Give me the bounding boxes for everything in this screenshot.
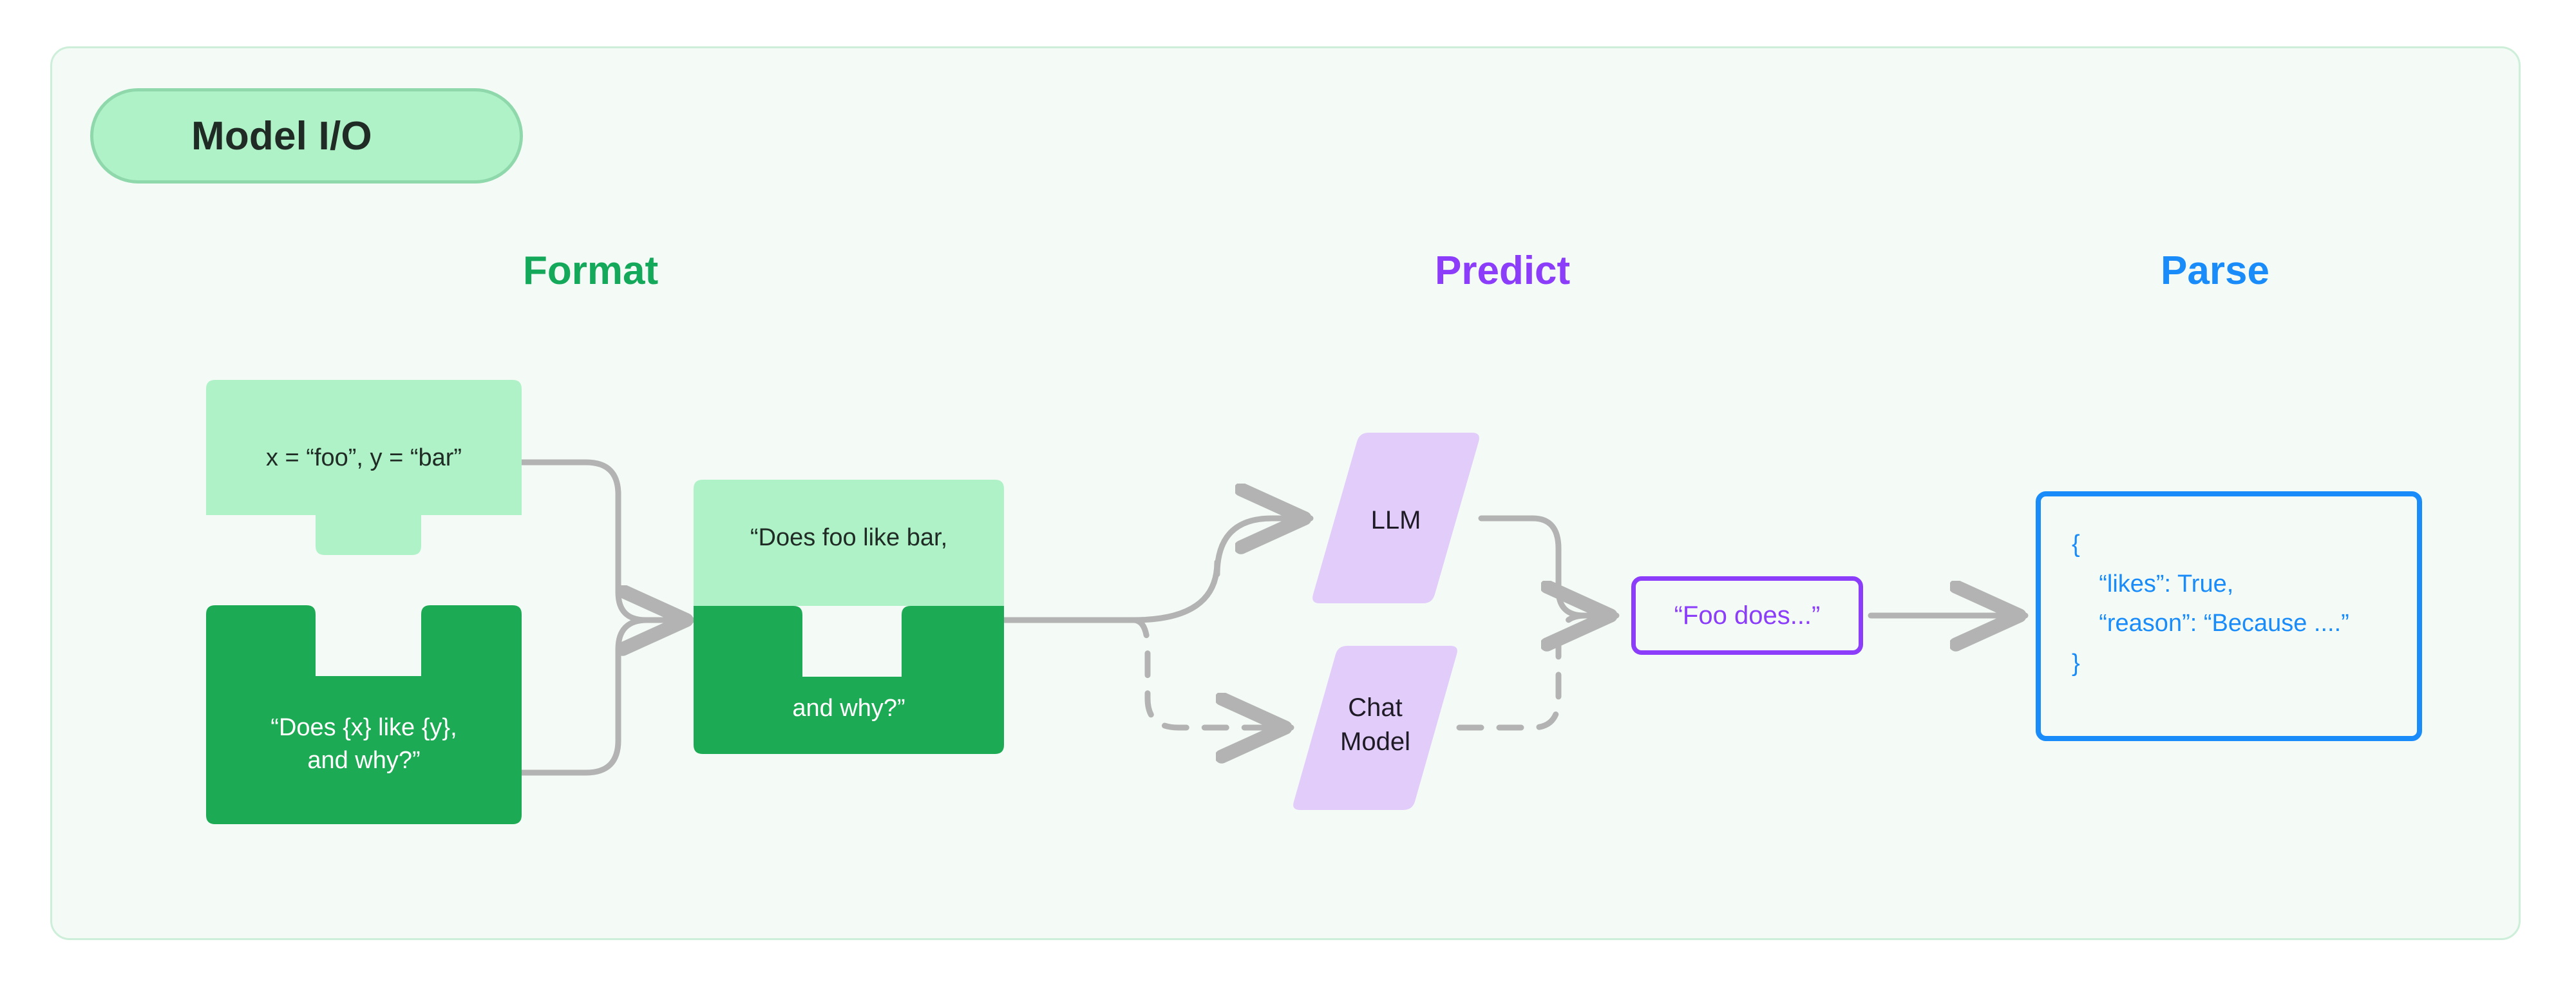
section-badge: Model I/O: [90, 88, 523, 184]
completion-text: “Foo does...”: [1674, 601, 1821, 630]
prompt-template-piece: [206, 605, 522, 824]
json-line: {: [2072, 531, 2080, 558]
chat-model-node[interactable]: [1291, 646, 1459, 810]
heading-format: Format: [523, 249, 659, 293]
llm-node[interactable]: [1311, 433, 1481, 603]
formatted-prompt-light: [694, 480, 1004, 618]
completion-box: “Foo does...”: [1631, 576, 1863, 655]
json-line: “reason”: “Because ....”: [2072, 610, 2349, 637]
formatted-prompt-bottom-label: and why?”: [792, 695, 905, 722]
json-line: “likes”: True,: [2072, 570, 2234, 598]
json-line: }: [2072, 649, 2080, 677]
input-values-piece: [206, 380, 522, 560]
llm-node-label: LLM: [1370, 506, 1421, 534]
heading-predict: Predict: [1435, 249, 1571, 293]
formatted-prompt-dark: [694, 606, 1004, 754]
input-values-label: x = “foo”, y = “bar”: [265, 444, 462, 471]
section-badge-label: Model I/O: [191, 113, 372, 158]
heading-parse: Parse: [2161, 249, 2269, 293]
parsed-json-box: { “likes”: True, “reason”: “Because ....…: [2036, 491, 2422, 741]
prompt-template-label: “Does {x} like {y}, and why?”: [270, 714, 457, 774]
formatted-prompt-top-label: “Does foo like bar,: [750, 524, 948, 551]
chat-model-node-label: Chat Model: [1340, 693, 1410, 756]
